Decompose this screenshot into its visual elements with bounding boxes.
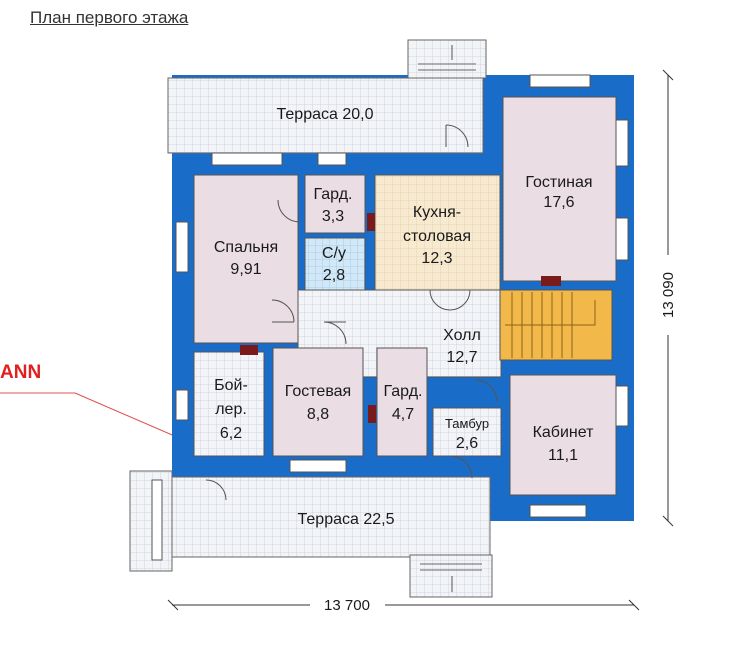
steps-left [129, 470, 173, 572]
living-area: 17,6 [543, 194, 574, 211]
bedroom-name: Спальня [214, 239, 278, 256]
steps-bottom [409, 554, 493, 598]
guest-area: 8,8 [307, 406, 329, 423]
window [317, 152, 347, 166]
dimension-width [167, 599, 640, 611]
hall-area: 12,7 [446, 349, 477, 366]
room-wardrobe-bottom [376, 347, 428, 457]
stove [240, 345, 258, 355]
page-title: План первого этажа [30, 8, 189, 27]
bedroom-area: 9,91 [230, 261, 261, 278]
window [175, 221, 189, 273]
window [615, 385, 629, 427]
vestibule-area: 2,6 [456, 435, 478, 452]
hall-name: Холл [443, 327, 481, 344]
bathroom-area: 2,8 [323, 267, 345, 284]
kitchen-area: 12,3 [421, 250, 452, 267]
window [615, 119, 629, 167]
vestibule-name: Тамбур [445, 416, 489, 431]
dimension-height-label: 13 090 [660, 272, 677, 318]
kitchen-name-1: Кухня- [413, 204, 461, 221]
room-kitchen [374, 174, 501, 291]
room-guest [272, 347, 364, 457]
boiler-area: 6,2 [220, 425, 242, 442]
stove [541, 276, 561, 286]
window [615, 217, 629, 261]
window [529, 74, 591, 88]
stove [367, 213, 375, 231]
office-area: 11,1 [548, 447, 578, 464]
steps-top [407, 39, 487, 79]
living-name: Гостиная [525, 174, 592, 191]
terrace-bottom-label: Терраса 22,5 [298, 511, 395, 528]
wardrobe-top-name: Гард. [314, 186, 353, 203]
room-office [509, 374, 617, 496]
brand-fragment: ANN [0, 362, 42, 383]
wardrobe-top-area: 3,3 [322, 208, 344, 225]
room-boiler [193, 351, 265, 457]
room-wardrobe-top [304, 174, 366, 234]
window [289, 459, 347, 473]
bathroom-name: С/у [322, 245, 346, 262]
guest-name: Гостевая [285, 383, 351, 400]
terrace-top [167, 77, 484, 154]
window [151, 479, 163, 561]
room-bathroom [304, 237, 366, 291]
dimension-height [662, 69, 674, 527]
window [211, 152, 283, 166]
office-name: Кабинет [533, 424, 595, 441]
boiler-name-2: лер. [215, 401, 247, 418]
terrace-bottom [154, 476, 491, 558]
kitchen-name-2: столовая [403, 228, 471, 245]
wardrobe-bottom-area: 4,7 [392, 406, 414, 423]
window [175, 389, 189, 421]
room-vestibule [432, 407, 502, 457]
dimension-width-label: 13 700 [324, 597, 370, 614]
room-bedroom [193, 174, 299, 344]
terrace-top-label: Терраса 20,0 [277, 106, 374, 123]
stove [368, 405, 376, 423]
wardrobe-bottom-name: Гард. [384, 383, 423, 400]
boiler-name-1: Бой- [214, 377, 248, 394]
room-living [502, 96, 617, 282]
window [529, 504, 587, 518]
